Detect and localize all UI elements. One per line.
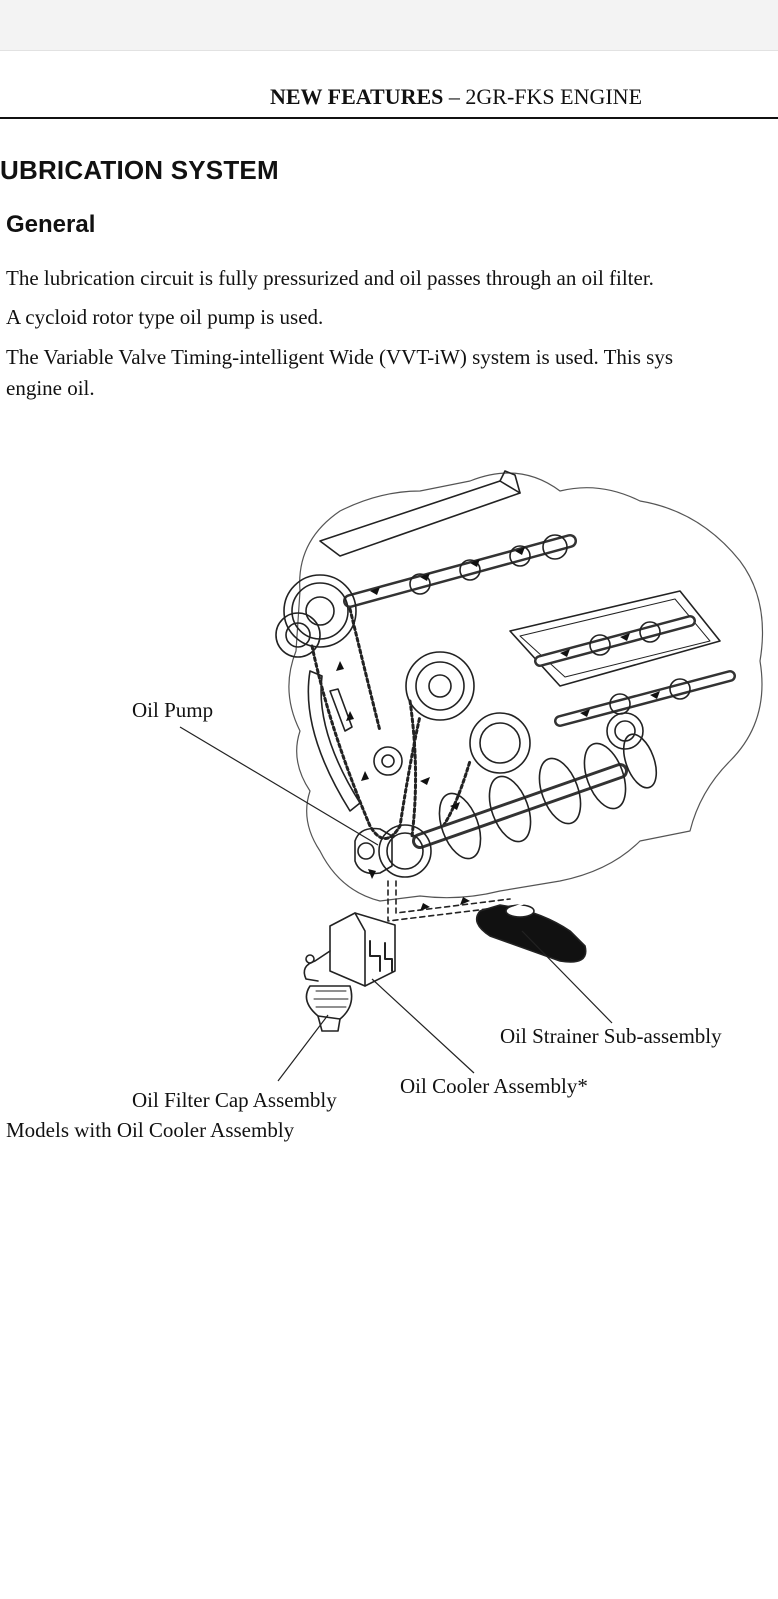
paragraph-3-continued: engine oil. [6, 376, 95, 400]
engine-illustration [179, 470, 764, 1082]
footnote: Models with Oil Cooler Assembly [6, 1118, 295, 1142]
header-rule [0, 117, 778, 119]
callout-oil-pump: Oil Pump [132, 698, 214, 722]
subsection-title: General [6, 211, 96, 238]
running-header-strong: NEW FEATURES [270, 84, 444, 109]
callout-oil-filter-cap: Oil Filter Cap Assembly [132, 1088, 337, 1112]
engine-lubrication-figure: Oil Pump Oil Strainer Sub-assembly Oil C… [0, 431, 778, 1131]
callout-oil-strainer: Oil Strainer Sub-assembly [500, 1024, 722, 1048]
paragraph-3: The Variable Valve Timing-intelligent Wi… [6, 345, 674, 369]
running-header: NEW FEATURES – 2GR-FKS ENGINE [270, 84, 642, 110]
running-header-rest: – 2GR-FKS ENGINE [443, 84, 643, 109]
paragraph-2: A cycloid rotor type oil pump is used. [6, 305, 324, 329]
section-title: UBRICATION SYSTEM [0, 155, 279, 185]
document-page: NEW FEATURES – 2GR-FKS ENGINE UBRICATION… [0, 51, 778, 1599]
paragraph-1: The lubrication circuit is fully pressur… [6, 266, 654, 290]
viewer-top-bar [0, 0, 778, 51]
callout-oil-cooler: Oil Cooler Assembly* [400, 1074, 588, 1098]
